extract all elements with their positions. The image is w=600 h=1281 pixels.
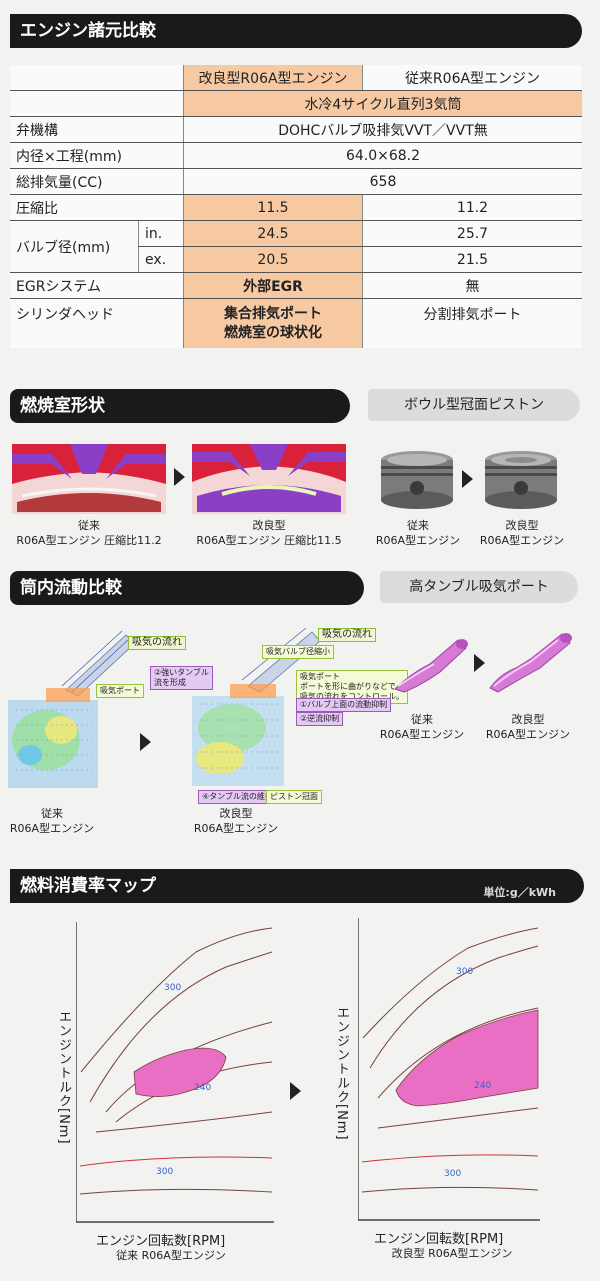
- combustion-chamber-before: [12, 444, 166, 514]
- piston-before-caption: 従来 R06A型エンジン: [375, 519, 461, 547]
- ann-valve-small: 吸気バルブ径縮小: [262, 645, 334, 659]
- map-label-240-right: 240: [474, 1081, 491, 1091]
- port-arrow: [474, 654, 485, 672]
- combustion-title-banner: 燃焼室形状: [10, 389, 350, 423]
- fuel-map-left-caption: 従来 R06A型エンジン: [116, 1249, 226, 1262]
- flow-sim-before: [8, 630, 135, 788]
- table-row: シリンダヘッド 集合排気ポート 燃焼室の球状化 分割排気ポート: [10, 298, 582, 348]
- fuel-map-right-caption: 改良型 R06A型エンジン: [391, 1247, 513, 1260]
- table-row: バルブ径(mm) in. 24.5 25.7: [10, 220, 582, 273]
- ann-intake-flow-after: 吸気の流れ: [318, 628, 376, 642]
- map-label-300-top: 300: [164, 983, 181, 993]
- combustion-arrow: [174, 468, 185, 486]
- piston-after: [485, 451, 557, 509]
- combustion-title: 燃焼室形状: [20, 396, 105, 416]
- piston-after-caption: 改良型 R06A型エンジン: [479, 519, 565, 547]
- map-label-300-bottom-right: 300: [444, 1169, 461, 1179]
- table-row: 改良型R06A型エンジン 従来R06A型エンジン: [10, 65, 582, 91]
- spec-table: 改良型R06A型エンジン 従来R06A型エンジン 水冷4サイクル直列3気筒 弁機…: [10, 65, 582, 348]
- ann-tumble: ②強いタンブル 流を形成: [150, 666, 213, 690]
- ann-intake-port-before: 吸気ポート: [96, 684, 144, 698]
- fuel-map-title: 燃料消費率マップ: [20, 876, 156, 896]
- fuel-map-right: 300 240 300: [358, 918, 540, 1221]
- spec-title: エンジン諸元比較: [20, 21, 156, 41]
- spec-title-banner: エンジン諸元比較: [10, 14, 582, 48]
- piston-title-box: ボウル型冠面ピストン: [368, 389, 580, 421]
- port-title-box: 高タンブル吸気ポート: [380, 571, 578, 603]
- port-title: 高タンブル吸気ポート: [409, 579, 549, 595]
- piston-before: [381, 451, 453, 509]
- ann-piston-crown: ピストン冠面: [266, 790, 322, 804]
- flow-title: 筒内流動比較: [20, 578, 122, 598]
- fuel-map-left-ylabel: エンジントルク[Nm]: [56, 1010, 71, 1145]
- fuel-map-unit: 単位:g／kWh: [483, 886, 556, 899]
- piston-title: ボウル型冠面ピストン: [404, 397, 544, 413]
- fuel-map-left: 300 240 300: [76, 922, 274, 1223]
- table-row: 総排気量(CC) 658: [10, 168, 582, 195]
- fuel-map-right-ylabel: エンジントルク[Nm]: [334, 1006, 349, 1141]
- flow-before-caption: 従来 R06A型エンジン: [9, 807, 95, 835]
- common-type: 水冷4サイクル直列3気筒: [183, 90, 582, 117]
- col-conventional-header: 従来R06A型エンジン: [362, 65, 582, 91]
- table-row: ex. 20.5 21.5: [10, 246, 582, 273]
- map-label-300-bottom: 300: [156, 1167, 173, 1177]
- port-after-caption: 改良型 R06A型エンジン: [485, 713, 571, 741]
- map-label-300-top-right: 300: [456, 967, 473, 977]
- combustion-chamber-after: [192, 444, 346, 514]
- fuel-map-right-xlabel: エンジン回転数[RPM]: [374, 1232, 504, 1247]
- combustion-after-caption: 改良型 R06A型エンジン 圧縮比11.5: [196, 519, 342, 547]
- table-row: 圧縮比 11.5 11.2: [10, 194, 582, 221]
- table-row: 内径×工程(mm) 64.0×68.2: [10, 142, 582, 169]
- port-after: [489, 633, 572, 693]
- flow-arrow: [140, 733, 151, 751]
- flow-title-banner: 筒内流動比較: [10, 571, 364, 605]
- table-row: 水冷4サイクル直列3気筒: [10, 90, 582, 117]
- port-before-caption: 従来 R06A型エンジン: [379, 713, 465, 741]
- ann-intake-flow-before: 吸気の流れ: [128, 636, 186, 650]
- flow-after-caption: 改良型 R06A型エンジン: [193, 807, 279, 835]
- map-label-240: 240: [194, 1083, 211, 1093]
- col-improved-header: 改良型R06A型エンジン: [183, 65, 363, 91]
- table-row: 弁機構 DOHCバルブ吸排気VVT／VVT無: [10, 116, 582, 143]
- ann-reverse-suppress: ②逆流抑制: [296, 712, 344, 726]
- fuel-map-left-xlabel: エンジン回転数[RPM]: [96, 1234, 226, 1249]
- combustion-before-caption: 従来 R06A型エンジン 圧縮比11.2: [16, 519, 162, 547]
- port-before: [394, 639, 468, 693]
- fuel-map-arrow: [290, 1082, 301, 1100]
- ann-flow-suppress: ①バルブ上面の流動抑制: [296, 698, 392, 712]
- piston-arrow: [462, 470, 473, 488]
- fuel-map-title-banner: 燃料消費率マップ 単位:g／kWh: [10, 869, 584, 903]
- table-row: EGRシステム 外部EGR 無: [10, 272, 582, 299]
